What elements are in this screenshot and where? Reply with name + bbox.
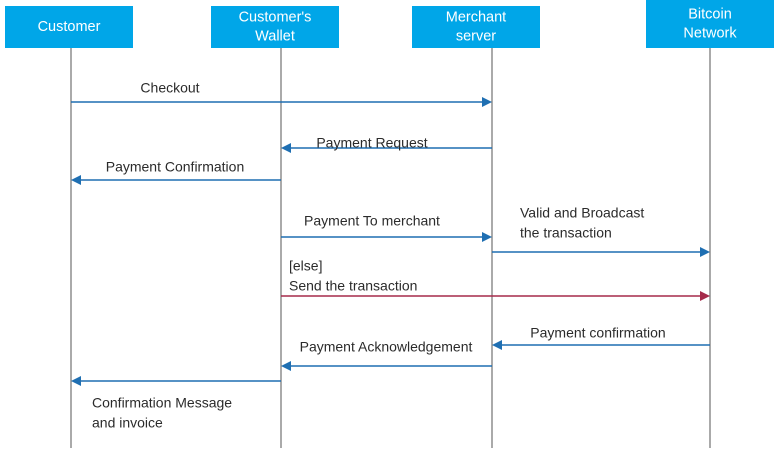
- message-payment-to-merchant[interactable]: [281, 232, 492, 242]
- message-payment-acknowledgement-label-line: Payment Acknowledgement: [300, 339, 473, 355]
- message-payment-confirmation-label-line: Payment Confirmation: [106, 159, 245, 175]
- message-send-the-transaction-label-line: [else]: [289, 258, 322, 274]
- message-payment-acknowledgement[interactable]: [281, 361, 492, 371]
- message-payment-confirmation[interactable]: [71, 175, 281, 185]
- actor-box-rect-merchant-server: [412, 6, 540, 48]
- message-payment-request-label: Payment Request: [316, 135, 427, 151]
- actor-label-bitcoin-network: Bitcoin: [688, 6, 732, 22]
- messages-layer: [71, 97, 710, 386]
- actor-label-merchant-server: server: [456, 28, 496, 44]
- message-payment-confirmation-network-arrowhead-icon: [492, 340, 502, 350]
- message-payment-confirmation-network-label: Payment confirmation: [530, 325, 665, 341]
- message-send-the-transaction-arrowhead-icon: [700, 291, 710, 301]
- message-payment-acknowledgement-arrowhead-icon: [281, 361, 291, 371]
- message-checkout-arrowhead-icon: [482, 97, 492, 107]
- message-confirmation-message-and-invoice[interactable]: [71, 376, 281, 386]
- actor-box-customer[interactable]: Customer: [5, 6, 133, 48]
- actor-box-rect-customer: [5, 6, 133, 48]
- lifelines-layer: [70, 48, 711, 448]
- message-checkout[interactable]: [71, 97, 492, 107]
- message-send-the-transaction[interactable]: [281, 291, 710, 301]
- actor-label-customer: Customer: [38, 19, 101, 35]
- message-payment-confirmation-network[interactable]: [492, 340, 710, 350]
- message-confirmation-message-and-invoice-label-line: and invoice: [92, 415, 163, 431]
- message-valid-and-broadcast-label-line: Valid and Broadcast: [520, 205, 644, 221]
- message-payment-acknowledgement-label: Payment Acknowledgement: [300, 339, 473, 355]
- actor-label-customers-wallet: Wallet: [255, 28, 295, 44]
- message-valid-and-broadcast-arrowhead-icon: [700, 247, 710, 257]
- actor-box-rect-customers-wallet: [211, 6, 339, 48]
- message-valid-and-broadcast[interactable]: [492, 247, 710, 257]
- message-checkout-label-line: Checkout: [140, 80, 199, 96]
- actor-label-merchant-server: Merchant: [446, 9, 506, 25]
- message-send-the-transaction-label: [else] Send the transaction: [289, 258, 417, 294]
- message-payment-confirmation-network-label-line: Payment confirmation: [530, 325, 665, 341]
- message-payment-to-merchant-label-line: Payment To merchant: [304, 213, 440, 229]
- message-payment-confirmation-arrowhead-icon: [71, 175, 81, 185]
- message-valid-and-broadcast-label: Valid and Broadcast the transaction: [520, 205, 644, 241]
- message-confirmation-message-and-invoice-label: Confirmation Message and invoice: [92, 395, 232, 431]
- message-payment-to-merchant-arrowhead-icon: [482, 232, 492, 242]
- message-confirmation-message-and-invoice-label-line: Confirmation Message: [92, 395, 232, 411]
- message-payment-request-arrowhead-icon: [281, 143, 291, 153]
- actor-box-merchant-server[interactable]: Merchant server: [412, 6, 540, 48]
- message-payment-request-label-line: Payment Request: [316, 135, 427, 151]
- message-send-the-transaction-label-line: Send the transaction: [289, 278, 417, 294]
- message-payment-confirmation-label: Payment Confirmation: [106, 159, 245, 175]
- message-checkout-label: Checkout: [140, 80, 199, 96]
- actor-label-customers-wallet: Customer's: [239, 9, 312, 25]
- message-payment-to-merchant-label: Payment To merchant: [304, 213, 440, 229]
- actor-box-rect-bitcoin-network: [646, 0, 774, 48]
- message-payment-request[interactable]: [281, 143, 492, 153]
- message-confirmation-message-and-invoice-arrowhead-icon: [71, 376, 81, 386]
- message-valid-and-broadcast-label-line: the transaction: [520, 225, 612, 241]
- actor-label-bitcoin-network: Network: [683, 25, 737, 41]
